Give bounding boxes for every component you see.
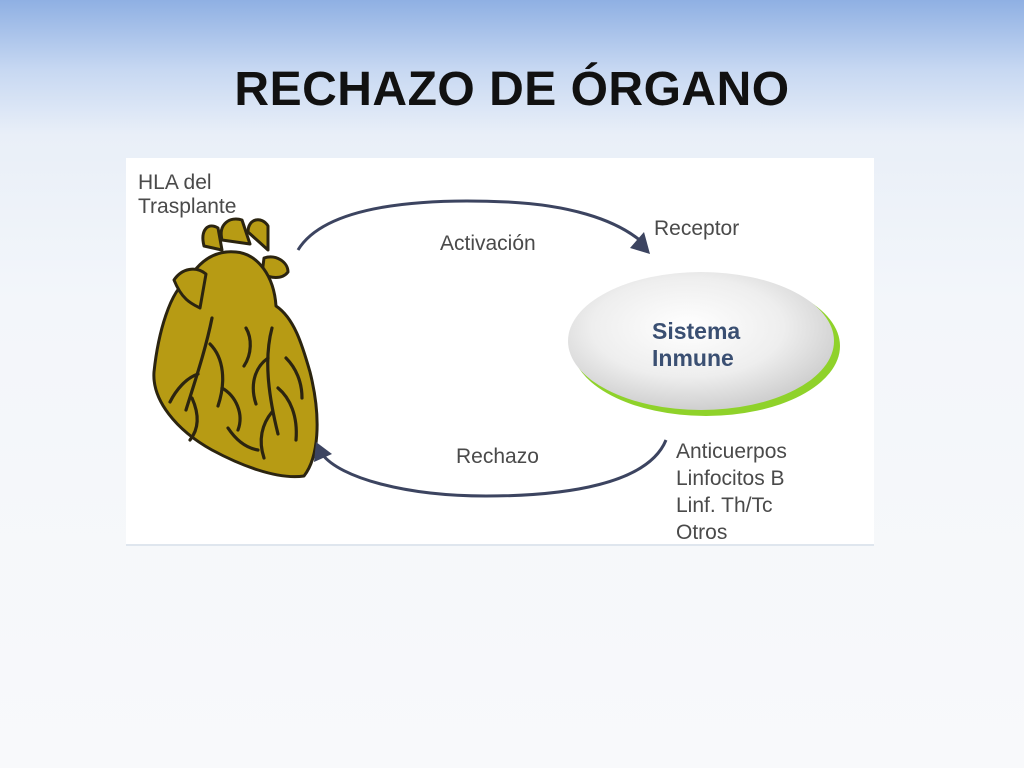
rejection-arrow <box>314 439 668 498</box>
slide-title: RECHAZO DE ÓRGANO <box>234 63 790 116</box>
diagram-canvas <box>152 199 840 498</box>
immune-line-1: Sistema <box>652 318 741 344</box>
effector-item: Linfocitos B <box>676 467 785 490</box>
immune-system-ellipse <box>568 272 840 416</box>
immune-system-label: Sistema Inmune <box>652 318 740 372</box>
effector-item: Linf. Th/Tc <box>676 494 773 517</box>
graft-hla-line-2: Trasplante <box>138 195 237 218</box>
graft-hla-line-1: HLA del <box>138 171 212 194</box>
immune-line-2: Inmune <box>652 345 734 371</box>
receptor-label: Receptor <box>654 217 740 240</box>
activation-label: Activación <box>440 232 536 255</box>
rejection-diagram: HLA del Trasplante Activación Receptor S… <box>126 158 874 546</box>
activation-arrow <box>296 199 650 254</box>
graft-hla-label: HLA del Trasplante <box>138 171 288 219</box>
effector-item: Anticuerpos <box>676 440 787 463</box>
effector-item: Otros <box>676 521 728 544</box>
effector-list: Anticuerpos Linfocitos B Linf. Th/Tc Otr… <box>676 438 787 546</box>
rejection-label: Rechazo <box>456 445 539 468</box>
heart-vessels <box>168 316 304 460</box>
